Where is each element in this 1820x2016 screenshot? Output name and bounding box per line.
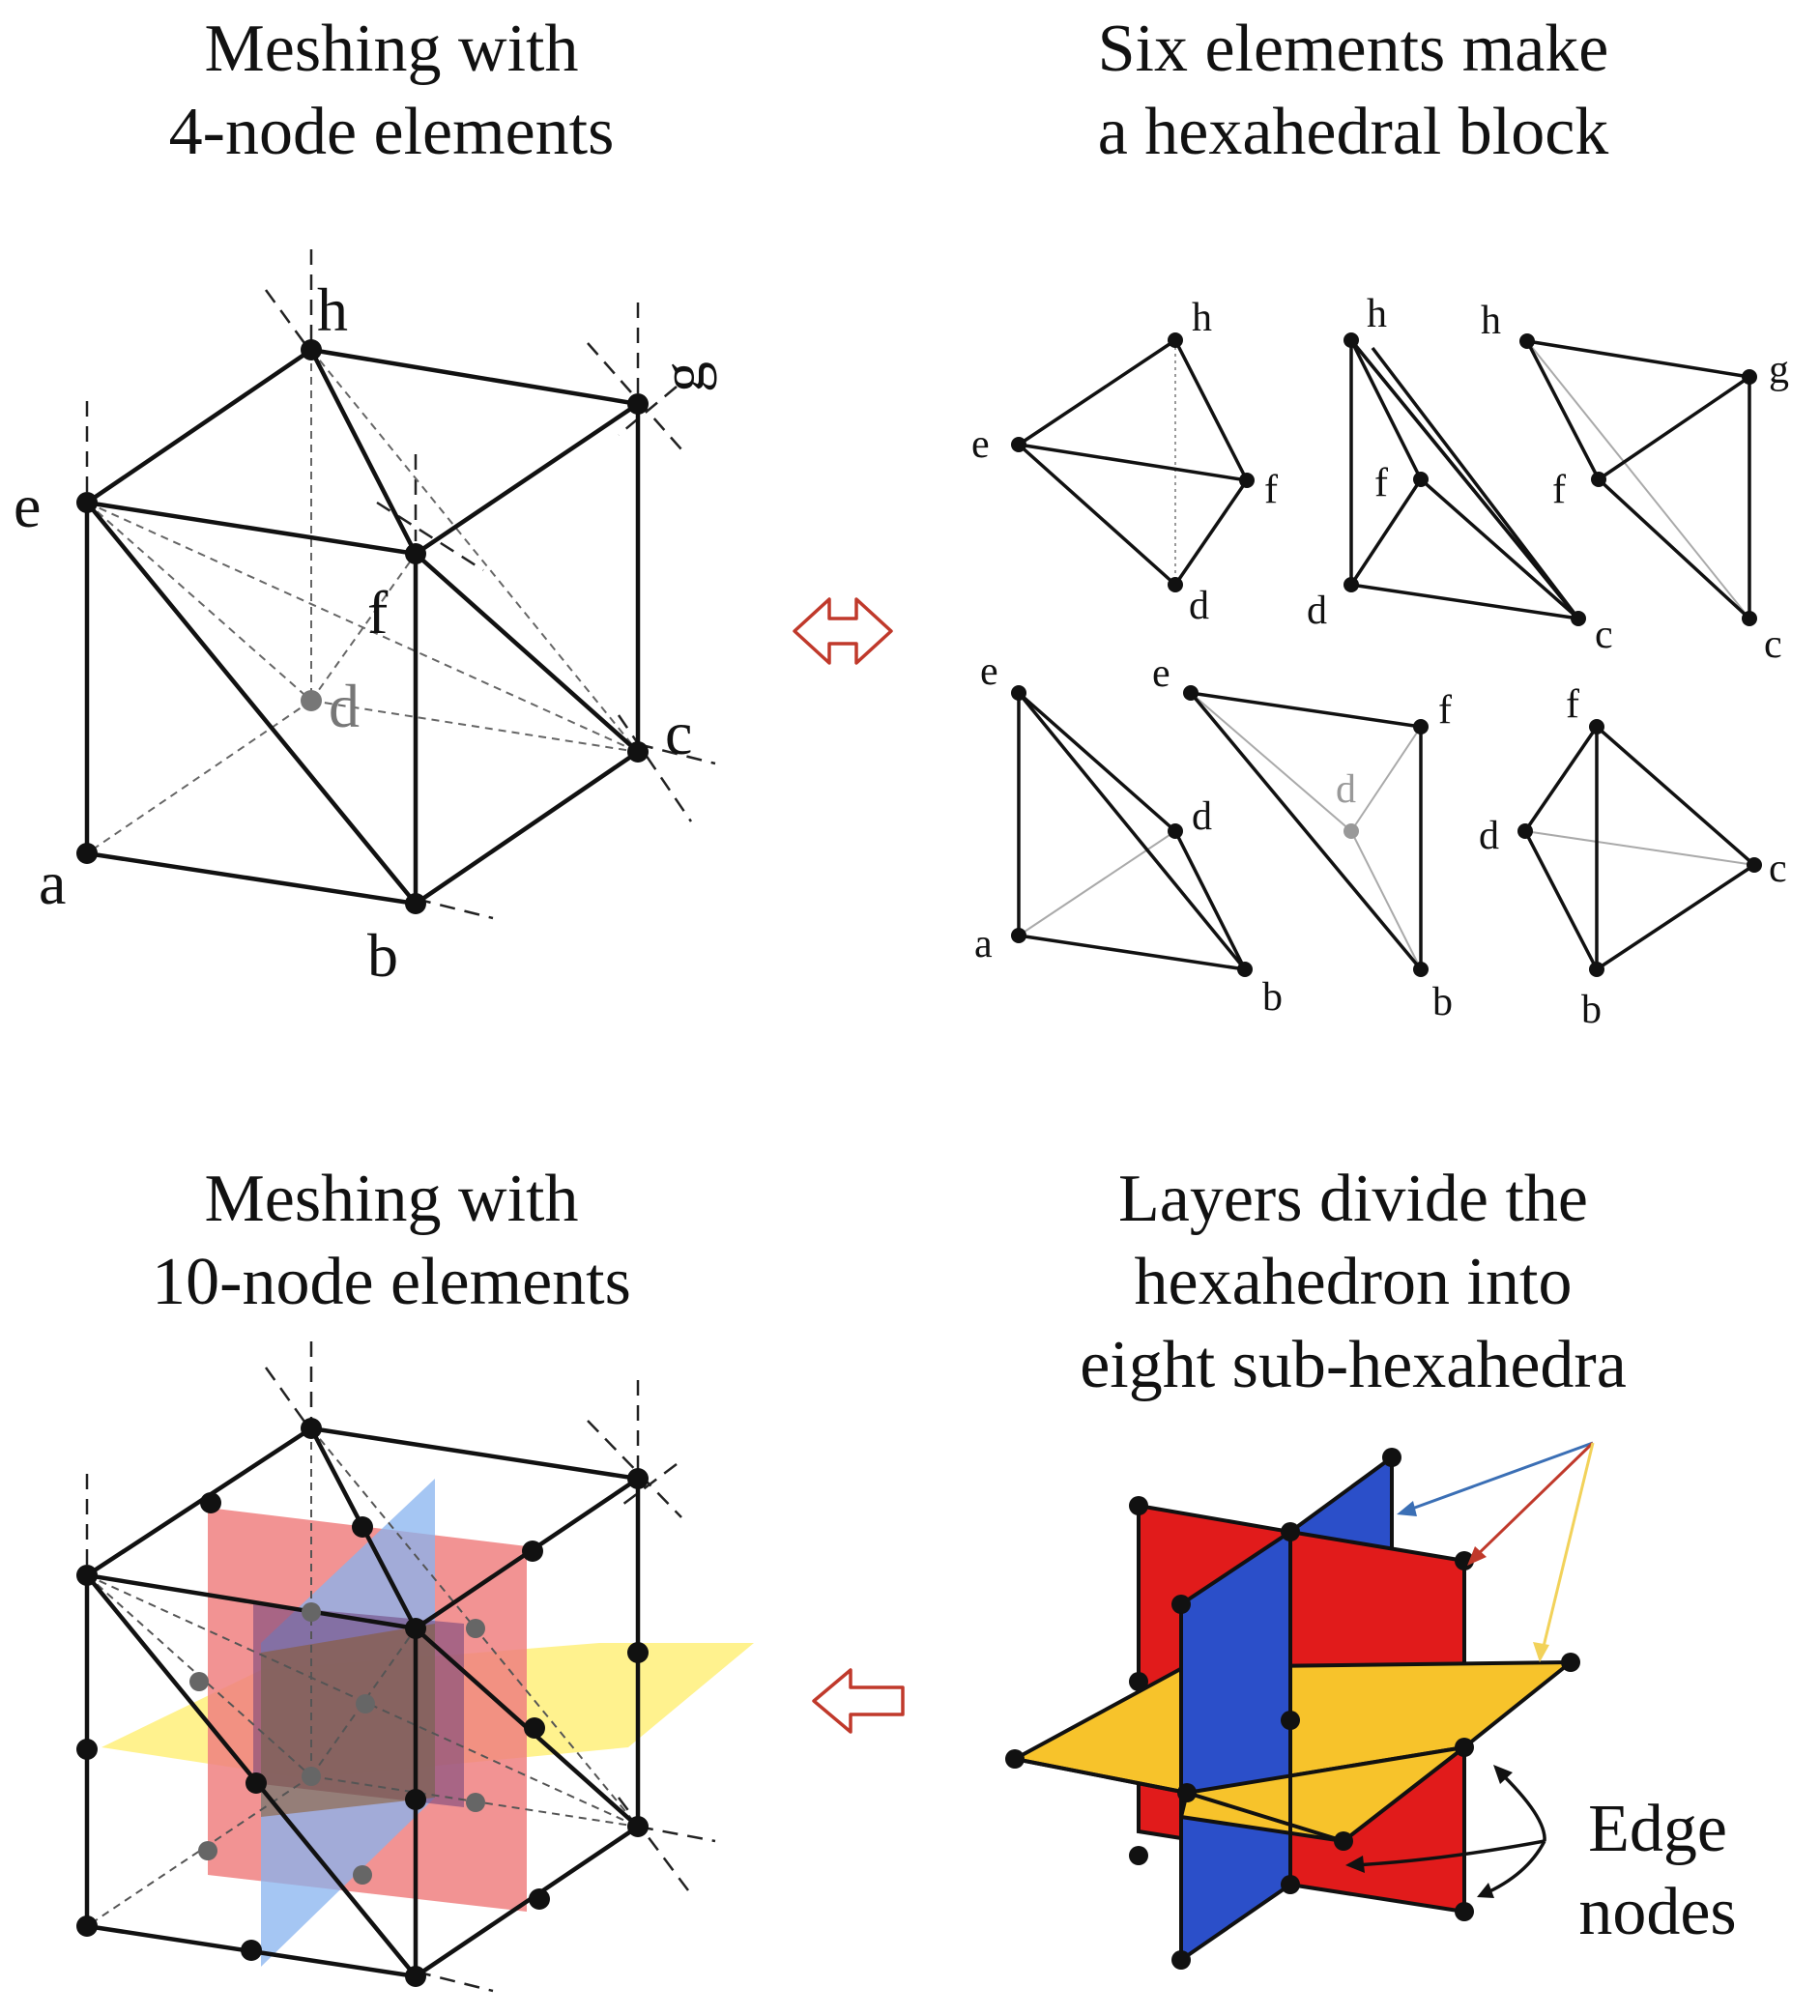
node-label-c: c xyxy=(1764,622,1782,667)
title-line: Meshing with xyxy=(204,1162,579,1236)
edge-label-line: nodes xyxy=(1578,1875,1737,1949)
cube-10-node xyxy=(76,1341,754,1993)
node-label-h: h xyxy=(317,275,348,344)
double-arrow-icon xyxy=(793,597,893,665)
title-meshing-10-node: Meshing with 10-node elements xyxy=(97,1158,686,1324)
arrow-to-blue-plane xyxy=(1397,1441,1594,1516)
node-label-e: e xyxy=(980,649,998,694)
title-line: Layers divide the xyxy=(1118,1162,1588,1236)
node-label-f: f xyxy=(1374,461,1388,505)
node-label-e: e xyxy=(1152,651,1170,696)
node-label-f: f xyxy=(1438,688,1452,733)
node-label-e: e xyxy=(14,472,41,540)
tetra-fdcb: f d c b xyxy=(1479,682,1787,1032)
edge-label-line: Edge xyxy=(1588,1792,1727,1866)
node-label-b: b xyxy=(1262,975,1283,1020)
node-label-a: a xyxy=(974,922,993,966)
title-six-elements: Six elements make a hexahedral block xyxy=(1044,8,1662,174)
node-label-d: d xyxy=(1192,794,1212,839)
title-line: a hexahedral block xyxy=(1097,95,1609,169)
node-label-b: b xyxy=(1581,988,1602,1032)
node-label-d: d xyxy=(329,672,360,740)
title-line: Meshing with xyxy=(204,12,579,86)
node-label-f: f xyxy=(1552,468,1566,512)
left-arrow-icon xyxy=(812,1668,905,1734)
node-label-d: d xyxy=(1336,767,1356,812)
node-label-c: c xyxy=(665,699,692,767)
node-label-g: g xyxy=(1769,348,1789,392)
tetra-hfdc: h f d c xyxy=(1307,292,1613,657)
node-label-f: f xyxy=(367,578,389,647)
node-label-g: g xyxy=(649,361,717,392)
node-label-h: h xyxy=(1367,292,1387,336)
node-label-c: c xyxy=(1769,847,1787,891)
title-meshing-4-node: Meshing with 4-node elements xyxy=(97,8,686,174)
node-label-f: f xyxy=(1264,468,1278,512)
node-label-h: h xyxy=(1481,299,1501,343)
node-label-d: d xyxy=(1189,584,1209,628)
title-layers-divide: Layers divide the hexahedron into eight … xyxy=(1005,1158,1701,1407)
edge-nodes-label: Edge nodes xyxy=(1556,1788,1759,1954)
title-line: hexahedron into xyxy=(1134,1245,1573,1319)
title-line: Six elements make xyxy=(1097,12,1609,86)
title-line: eight sub-hexahedra xyxy=(1080,1328,1627,1402)
node-label-c: c xyxy=(1595,613,1613,657)
node-label-e: e xyxy=(971,422,990,467)
node-label-a: a xyxy=(39,849,66,917)
node-label-b: b xyxy=(1432,980,1453,1024)
node-label-d: d xyxy=(1307,589,1327,633)
tetra-efdb: e f d b xyxy=(1152,651,1453,1024)
tetra-hgfc: h g f c xyxy=(1481,299,1789,667)
node-label-f: f xyxy=(1566,682,1579,727)
arrow-to-red-plane xyxy=(1467,1441,1595,1566)
title-line: 10-node elements xyxy=(152,1245,631,1319)
node-label-b: b xyxy=(367,921,398,990)
arrow-to-yellow-plane xyxy=(1533,1442,1595,1662)
cube-4-node: h g e f d c a b xyxy=(14,249,717,990)
layers-diagram xyxy=(1005,1441,1595,1970)
edge-node-arrows xyxy=(1352,1769,1546,1896)
tetra-efhd: h e f d xyxy=(971,296,1278,628)
node-label-h: h xyxy=(1192,296,1212,340)
node-label-d: d xyxy=(1479,814,1499,858)
tetra-edab: e d a b xyxy=(974,649,1283,1020)
title-line: 4-node elements xyxy=(168,95,615,169)
